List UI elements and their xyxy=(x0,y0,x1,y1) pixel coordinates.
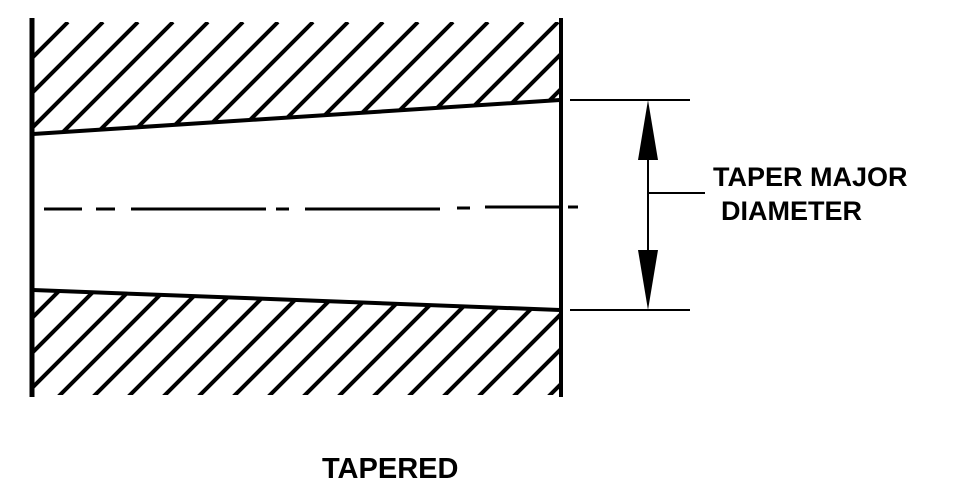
hatch-line xyxy=(298,22,420,134)
hatch-line xyxy=(403,290,522,395)
hatch-line xyxy=(438,290,557,395)
hatch-line xyxy=(123,290,242,395)
hatch-line xyxy=(580,22,698,140)
hatch-line xyxy=(33,290,67,395)
hatch-line xyxy=(33,22,70,134)
hatch-line xyxy=(228,22,350,134)
label-taper-major: TAPER MAJOR xyxy=(713,162,908,192)
hatch-line xyxy=(33,22,140,134)
hatch-line xyxy=(193,290,312,395)
hatch-line xyxy=(685,22,803,140)
hatch-line xyxy=(473,290,560,395)
hatch-line xyxy=(228,290,347,395)
caption-tapered: TAPERED xyxy=(322,453,459,485)
hatch-line xyxy=(438,22,560,134)
hatch-line xyxy=(158,22,280,134)
arrow-up-icon xyxy=(638,100,658,160)
hatch-line xyxy=(508,22,560,134)
hatch-line xyxy=(615,285,730,400)
hatch-line xyxy=(88,290,207,395)
bottom-taper-line xyxy=(32,288,561,312)
hatch-line xyxy=(403,22,525,134)
hatch-line xyxy=(53,290,172,395)
top-taper-line xyxy=(32,98,561,136)
hatch-line xyxy=(33,290,102,395)
hatch-line xyxy=(123,22,245,134)
hatch-line xyxy=(650,285,765,400)
hatch-line xyxy=(53,22,175,134)
hatch-line xyxy=(650,22,768,140)
hatch-line xyxy=(685,285,800,400)
hatch-line xyxy=(473,22,560,134)
hatch-line xyxy=(33,22,35,134)
hatch-line xyxy=(33,22,105,134)
top-hatch-section xyxy=(33,22,803,140)
hatch-line xyxy=(0,285,30,400)
centerline xyxy=(44,205,578,211)
hatch-line xyxy=(33,290,137,395)
hatch-line xyxy=(333,22,455,134)
arrow-down-icon xyxy=(638,250,658,310)
label-diameter: DIAMETER xyxy=(721,196,862,226)
hatch-line xyxy=(88,22,210,134)
hatch-line xyxy=(580,285,695,400)
hatch-line xyxy=(263,22,385,134)
hatch-line xyxy=(615,22,733,140)
hatch-line xyxy=(158,290,277,395)
hatch-line xyxy=(368,22,490,134)
hatch-line xyxy=(508,290,560,395)
